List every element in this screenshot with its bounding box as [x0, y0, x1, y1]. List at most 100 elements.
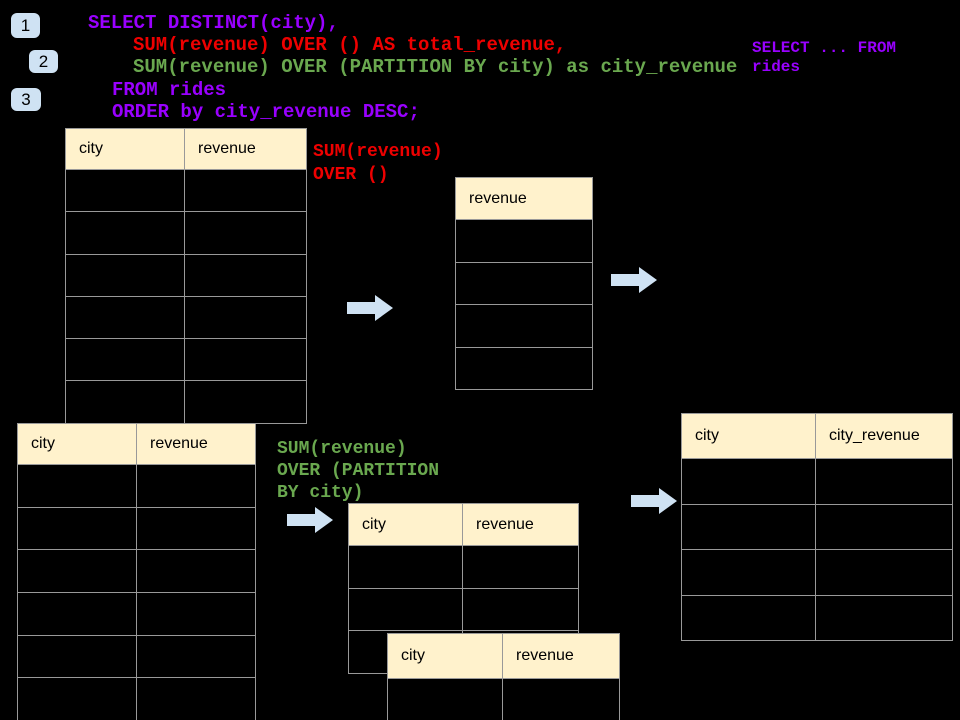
step-badge-3: 3 — [11, 88, 41, 111]
table-result: city city_revenue — [681, 413, 953, 641]
column-header-revenue: revenue — [150, 435, 208, 452]
table-cell-empty — [137, 636, 255, 678]
table-row — [349, 587, 578, 631]
table-cell-empty — [18, 550, 137, 593]
arrow-right-icon — [631, 488, 677, 514]
table-row — [66, 338, 306, 381]
table-cell-empty — [349, 546, 463, 588]
column-header-city: city — [66, 129, 185, 169]
table-cell-empty — [137, 678, 255, 720]
table-row — [18, 592, 255, 635]
step-badge-1: 1 — [11, 13, 40, 38]
table-row — [456, 304, 592, 347]
table-partition-overlay: city revenue — [387, 633, 620, 720]
table-row — [456, 219, 592, 262]
table-cell-empty — [349, 588, 463, 630]
table-cell-empty — [137, 593, 255, 635]
table-row — [388, 678, 619, 720]
step-badge-2: 2 — [29, 50, 58, 73]
table-row — [66, 295, 306, 339]
table-cell-empty — [816, 459, 952, 504]
table-row — [456, 261, 592, 305]
column-header-revenue: revenue — [198, 140, 256, 157]
table-cell-empty — [816, 505, 952, 550]
table-cell-empty — [816, 596, 952, 641]
table-cell-empty — [682, 550, 816, 595]
table-header-row: revenue — [456, 178, 592, 219]
table-cell-empty — [66, 170, 185, 212]
column-header-revenue: revenue — [516, 647, 574, 664]
column-header-revenue: revenue — [469, 189, 527, 207]
table-cell-empty — [682, 504, 816, 549]
arrow-right-icon — [287, 507, 333, 533]
table-header-row: city city_revenue — [682, 414, 952, 458]
table-cell-empty — [66, 339, 185, 381]
table-cell-empty — [66, 254, 185, 296]
sql-line-city-revenue: SUM(revenue) OVER (PARTITION BY city) as… — [133, 56, 738, 78]
table-header-row: city revenue — [18, 424, 255, 464]
table-cell-empty — [185, 170, 306, 211]
table-cell-empty — [463, 589, 578, 631]
table-row — [66, 380, 306, 423]
sql-line-order-by: ORDER by city_revenue DESC; — [112, 101, 420, 123]
sql-line-total-revenue: SUM(revenue) OVER () AS total_revenue, — [133, 34, 567, 56]
table-row — [18, 506, 255, 550]
table-cell-empty — [682, 595, 816, 640]
table-cell-empty — [185, 255, 306, 296]
table-row — [18, 677, 255, 720]
column-header-city: city — [682, 414, 816, 458]
table-row — [18, 464, 255, 507]
table-cell-empty — [137, 508, 255, 550]
table-cell-empty — [456, 220, 592, 262]
column-header-city: city — [349, 504, 463, 545]
table-cell-empty — [503, 679, 619, 720]
arrow-right-icon — [347, 295, 393, 321]
table-row — [682, 503, 952, 550]
table-partition-mid: city revenue — [348, 503, 579, 674]
table-row — [66, 169, 306, 212]
table-row — [682, 549, 952, 595]
table-cell-empty — [185, 212, 306, 253]
table-cell-empty — [185, 381, 306, 422]
annotation-sum-over-partition: SUM(revenue) OVER (PARTITION BY city) — [277, 439, 440, 503]
sql-line-select: SELECT DISTINCT(city), — [88, 12, 339, 34]
table-source-bottom: city revenue — [17, 423, 256, 720]
table-row — [349, 545, 578, 588]
table-row — [682, 458, 952, 504]
table-cell-empty — [137, 465, 255, 507]
table-cell-empty — [18, 593, 137, 635]
table-cell-empty — [816, 550, 952, 595]
table-header-row: city revenue — [349, 504, 578, 545]
table-row — [682, 594, 952, 641]
table-cell-empty — [66, 381, 185, 423]
table-cell-empty — [66, 212, 185, 254]
table-header-row: city revenue — [66, 129, 306, 169]
table-cell-empty — [18, 507, 137, 550]
table-cell-empty — [388, 679, 503, 720]
table-cell-empty — [456, 305, 592, 347]
table-cell-empty — [18, 465, 137, 507]
arrow-right-icon — [611, 267, 657, 293]
table-cell-empty — [18, 678, 137, 720]
table-cell-empty — [185, 297, 306, 338]
table-cell-empty — [456, 263, 592, 305]
column-header-revenue: revenue — [476, 515, 534, 533]
table-cell-empty — [463, 546, 578, 588]
table-row — [456, 346, 592, 390]
annotation-sum-over-empty: SUM(revenue) OVER () — [313, 142, 443, 185]
table-cell-empty — [185, 339, 306, 380]
table-cell-empty — [682, 459, 816, 504]
column-header-city: city — [388, 634, 503, 678]
table-row — [18, 634, 255, 678]
table-cell-empty — [137, 550, 255, 592]
table-total-revenue: revenue — [455, 177, 593, 390]
column-header-city_revenue: city_revenue — [829, 427, 920, 444]
table-row — [66, 211, 306, 254]
table-row — [66, 253, 306, 296]
table-row — [18, 549, 255, 593]
table-cell-empty — [66, 296, 185, 339]
column-header-city: city — [18, 424, 137, 464]
sql-line-from: FROM rides — [112, 79, 227, 101]
side-note-select-from-rides: SELECT ... FROM rides — [752, 39, 897, 76]
